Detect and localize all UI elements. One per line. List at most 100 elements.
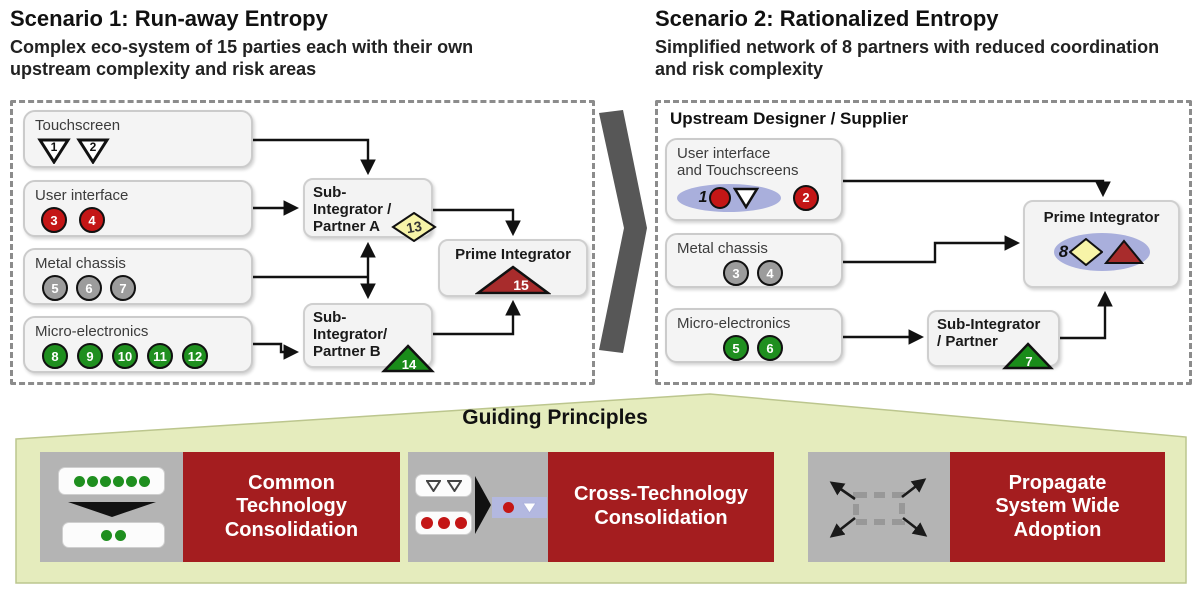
badge-number: 13 [405, 218, 423, 236]
scenario2-subtitle: Simplified network of 8 partners with re… [655, 37, 1160, 79]
many-parts-tray [58, 467, 165, 495]
chip-number: 2 [90, 140, 97, 154]
group-micro-electronics: Micro-electronics 8 9 10 11 12 [23, 316, 253, 373]
group-metal-chassis-2-chips: 3 4 [723, 260, 831, 287]
propagate-arrows-graphic [829, 478, 928, 538]
card-common-technology-consolidation: Common Technology Consolidation [40, 452, 400, 562]
group-ui-touchscreens-label: User interface and Touchscreens [677, 145, 799, 180]
scenario2-region-label: Upstream Designer / Supplier [670, 109, 909, 128]
triangle-down-icon [521, 502, 537, 514]
cross-consolidation-icon [408, 452, 548, 562]
transition-chevron-shape [599, 110, 647, 353]
node-sub-integrator-b-label: Sub- Integrator/ Partner B [313, 309, 388, 360]
red-dot-icon [420, 517, 433, 529]
node-sub-integrator-2-label: Sub-Integrator / Partner [937, 316, 1041, 350]
group-micro-electronics-label: Micro-electronics [35, 323, 149, 340]
gray-circle-chip: 5 [42, 275, 68, 302]
scenario1-region [10, 100, 595, 385]
group-user-interface: User interface 3 4 [23, 180, 253, 237]
node-prime-integrator-1: Prime Integrator 15 [438, 239, 588, 297]
propagate-adoption-icon [808, 452, 950, 562]
card-cross-technology-consolidation: Cross-Technology Consolidation [408, 452, 774, 562]
chip-number: 1 [51, 140, 58, 154]
scenario1-title: Scenario 1: Run-away Entropy [10, 6, 328, 31]
badge-number: 7 [1025, 354, 1032, 369]
triangle-down-icon [425, 479, 441, 492]
cluster-number: 1 [698, 188, 708, 206]
triangle-down-chip: 2 [76, 138, 110, 165]
card-label-zone: Common Technology Consolidation [183, 452, 400, 562]
red-dot-icon [502, 502, 514, 513]
triangle-badge-red: 15 [474, 265, 552, 295]
dot-parts-tray [415, 511, 472, 535]
node-prime-integrator-2-label: Prime Integrator [1043, 209, 1160, 226]
red-dot-icon [437, 517, 450, 529]
green-circle-chip: 12 [182, 343, 208, 370]
node-prime-integrator-2: Prime Integrator 8 [1023, 200, 1180, 288]
group-metal-chassis-chips: 5 6 7 [35, 275, 241, 302]
green-dot-icon [112, 475, 124, 487]
gray-circle-chip: 4 [757, 260, 783, 287]
arrow-right-icon [475, 476, 491, 534]
group-micro-electronics-chips: 8 9 10 11 12 [35, 343, 241, 370]
green-dot-icon [101, 529, 112, 541]
scenario1-subtitle: Complex eco-system of 15 parties each wi… [10, 37, 474, 79]
consolidated-cluster-ellipse: 8 [1053, 232, 1150, 271]
triangle-down-icon [733, 187, 760, 209]
group-touchscreen-chips: 1 2 [35, 137, 241, 165]
scenario2-title: Scenario 2: Rationalized Entropy [655, 6, 999, 31]
card-propagate-system-wide-adoption: Propagate System Wide Adoption [808, 452, 1165, 562]
triangle-up-icon [1104, 239, 1145, 264]
merged-cluster-rect [492, 497, 547, 518]
card-label-zone: Propagate System Wide Adoption [950, 452, 1165, 562]
green-circle-chip: 9 [77, 343, 103, 370]
green-circle-chip: 11 [147, 343, 173, 370]
group-ui-touchscreens: User interface and Touchscreens 1 2 [665, 138, 843, 221]
card-label: Propagate System Wide Adoption [995, 471, 1120, 541]
triangle-badge-green: 7 [1002, 342, 1054, 370]
group-user-interface-label: User interface [35, 187, 129, 204]
green-dot-icon [125, 475, 137, 487]
green-dot-icon [73, 475, 85, 487]
node-sub-integrator-2: Sub-Integrator / Partner 7 [927, 310, 1060, 370]
green-circle-chip: 6 [757, 335, 783, 362]
red-dot-icon [454, 517, 467, 529]
triangle-parts-tray [415, 474, 472, 497]
triangle-down-icon [446, 479, 462, 492]
arrow-down-icon [68, 502, 156, 517]
badge-number: 14 [402, 357, 417, 372]
gray-circle-chip: 7 [110, 275, 136, 302]
gray-circle-chip: 6 [76, 275, 102, 302]
few-parts-tray [62, 522, 165, 548]
group-metal-chassis: Metal chassis 5 6 7 [23, 248, 253, 305]
node-sub-integrator-a-label: Sub- Integrator / Partner A [313, 184, 392, 235]
group-touchscreen-label: Touchscreen [35, 117, 121, 134]
cluster-number: 8 [1058, 241, 1069, 261]
green-circle-chip: 10 [112, 343, 138, 370]
diamond-icon [1069, 237, 1104, 266]
card-label: Cross-Technology Consolidation [573, 483, 749, 529]
green-circle-chip: 5 [723, 335, 749, 362]
group-touchscreen: Touchscreen 1 2 [23, 110, 253, 168]
diamond-badge: 13 [391, 212, 437, 242]
card-label-zone: Cross-Technology Consolidation [548, 452, 774, 562]
group-metal-chassis-2-label: Metal chassis [677, 240, 768, 257]
node-sub-integrator-a: Sub- Integrator / Partner A 13 [303, 178, 437, 242]
node-prime-integrator-1-label: Prime Integrator [455, 246, 571, 263]
green-dot-icon [86, 475, 98, 487]
green-circle-chip: 8 [42, 343, 68, 370]
triangle-down-chip: 1 [37, 138, 71, 165]
group-ui-touchscreens-chips: 1 2 [677, 183, 831, 212]
green-dot-icon [99, 475, 111, 487]
common-consolidation-icon [40, 452, 183, 562]
group-metal-chassis-2: Metal chassis 3 4 [665, 233, 843, 288]
scenario2-region [655, 100, 1192, 385]
badge-number: 15 [513, 277, 529, 293]
group-metal-chassis-label: Metal chassis [35, 255, 126, 272]
red-circle-chip: 3 [41, 207, 67, 234]
consolidated-cluster-ellipse: 1 [677, 183, 781, 212]
green-dot-icon [138, 475, 150, 487]
group-micro-electronics-2-label: Micro-electronics [677, 315, 791, 332]
triangle-badge-green: 14 [381, 344, 435, 373]
